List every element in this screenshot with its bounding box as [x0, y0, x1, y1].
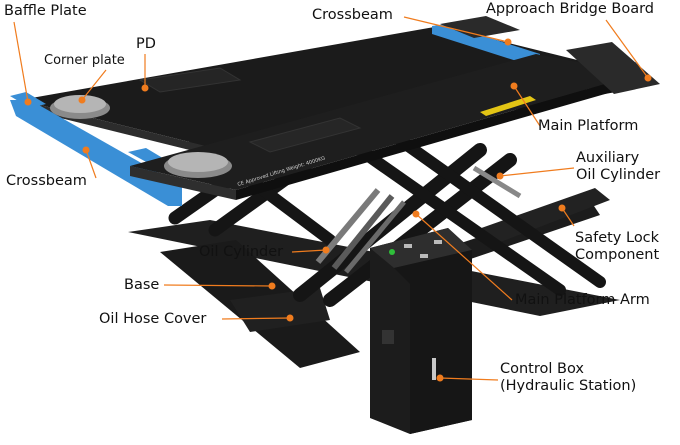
label-safety-lock-component-line1: Safety Lock: [575, 230, 660, 246]
leader-dots: [24, 38, 652, 382]
label-control-box-line1: Control Box: [500, 361, 584, 377]
label-auxiliary-oil-cylinder-line1: Auxiliary: [576, 150, 640, 166]
label-control-box: Control Box (Hydraulic Station): [500, 361, 636, 395]
label-crossbeam-top: Crossbeam: [312, 7, 393, 23]
leader-lines: [13, 16, 649, 381]
label-main-platform-arm: Main Platform Arm: [515, 292, 650, 308]
label-pd: PD: [136, 36, 156, 52]
label-approach-bridge-board: Approach Bridge Board: [486, 1, 654, 17]
label-baffle-plate: Baffle Plate: [4, 3, 87, 19]
control-box: [370, 228, 472, 434]
approach-bridge-boards: [440, 16, 660, 94]
label-main-platform: Main Platform: [538, 118, 639, 134]
label-crossbeam-left: Crossbeam: [6, 173, 87, 189]
label-auxiliary-oil-cylinder-line2: Oil Cylinder: [576, 167, 661, 183]
label-auxiliary-oil-cylinder: Auxiliary Oil Cylinder: [576, 150, 660, 184]
label-control-box-line2: (Hydraulic Station): [500, 378, 637, 394]
label-safety-lock-component-line2: Component: [575, 247, 660, 263]
label-oil-cylinder: Oil Cylinder: [199, 244, 284, 260]
label-corner-plate: Corner plate: [44, 53, 125, 68]
label-base: Base: [124, 277, 160, 293]
corner-plates: [50, 95, 232, 178]
label-oil-hose-cover: Oil Hose Cover: [99, 311, 207, 327]
label-safety-lock-component: Safety Lock Component: [575, 230, 659, 264]
